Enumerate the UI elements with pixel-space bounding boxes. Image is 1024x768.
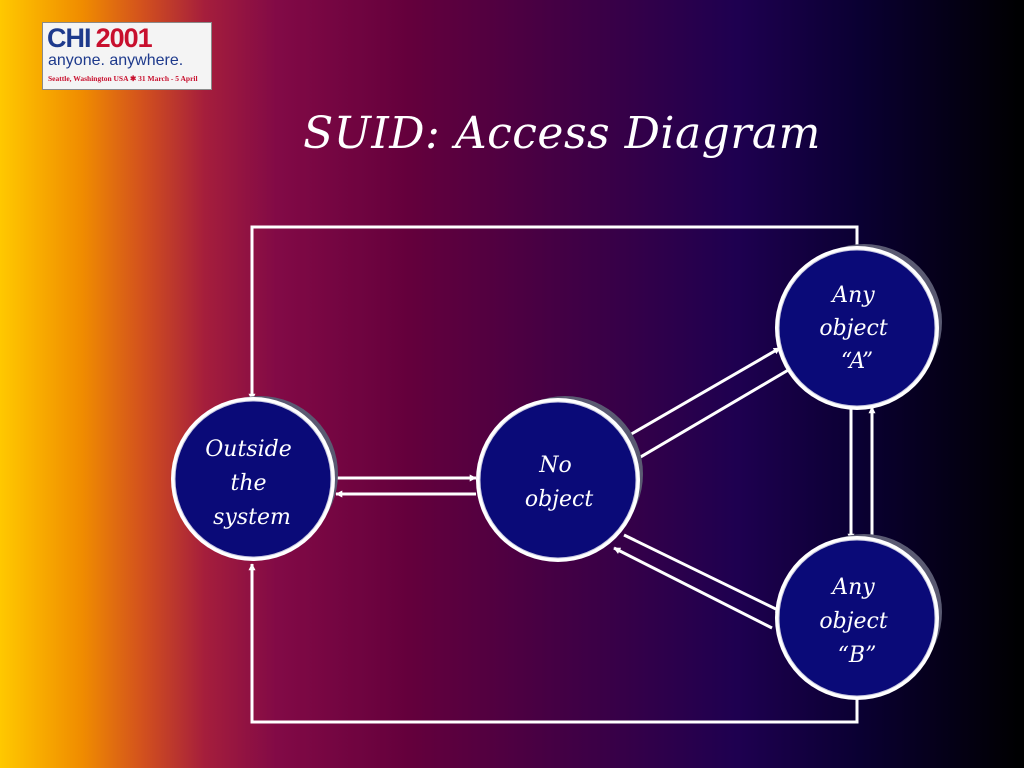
arrow-b-to-outside <box>248 563 859 724</box>
node-object-a-line-2: object <box>819 316 887 341</box>
svg-text:Outside the system: Outside the system <box>205 437 298 530</box>
node-object-a: Any object “A” <box>775 244 942 410</box>
node-object-b-line-3: “B” <box>838 643 877 668</box>
chi-2001-logo: CHI 2001 anyone. anywhere. Seattle, Wash… <box>42 22 212 90</box>
node-object-b-line-2: object <box>819 609 887 634</box>
node-outside: Outside the system <box>171 396 338 561</box>
arrow-a-to-none <box>631 367 791 464</box>
logo-tagline: anyone. anywhere. <box>48 52 184 69</box>
node-no-object-line-2: object <box>525 487 593 512</box>
slide-title: SUID: Access Diagram <box>303 108 821 159</box>
node-object-a-line-3: “A” <box>841 349 873 374</box>
svg-text:No object: No object <box>525 453 593 512</box>
svg-text:Any object “B”: Any object “B” <box>819 575 894 668</box>
arrow-none-to-a <box>620 346 781 442</box>
node-outside-line-2: the <box>230 471 266 496</box>
arrow-b-to-none <box>613 546 773 630</box>
node-object-a-line-1: Any <box>830 283 875 308</box>
logo-brand-line: CHI 2001 <box>47 24 209 52</box>
node-object-b-line-1: Any <box>830 575 875 600</box>
node-outside-line-1: Outside <box>205 437 291 462</box>
node-no-object-line-1: No <box>538 453 572 478</box>
svg-text:Any object “A”: Any object “A” <box>819 283 894 374</box>
logo-year: 2001 <box>95 23 153 53</box>
logo-location: Seattle, Washington USA ✱ 31 March - 5 A… <box>48 74 198 83</box>
node-object-b: Any object “B” <box>775 534 942 700</box>
arrow-none-to-b <box>623 533 783 614</box>
arrow-a-to-outside <box>248 225 859 401</box>
node-outside-line-3: system <box>213 505 291 530</box>
logo-brand: CHI <box>47 23 91 53</box>
node-no-object: No object <box>476 396 643 562</box>
